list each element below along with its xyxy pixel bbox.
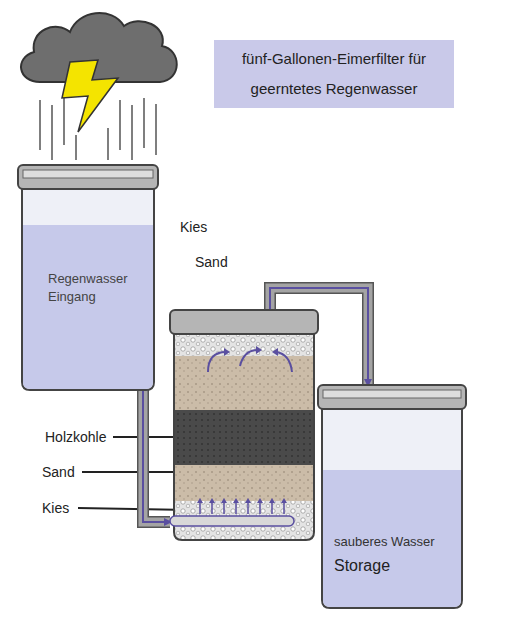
node-label: Regenwasser Eingang [48,270,138,305]
flow-arrow [143,390,170,522]
layer-label: Holzkohle [45,428,106,447]
node-label: sauberes Wasser [334,533,435,551]
storage-barrel: sauberes WasserStorage [318,385,466,608]
filter-bucket: KiesSandHolzkohleSandKies [170,310,318,540]
barrel-drawing [318,385,466,608]
lightning-bolt [62,60,118,132]
layer-label: Sand [195,253,228,272]
pipe-body [143,390,170,522]
title-banner: fünf-Gallonen-Eimerfilter für geerntetes… [214,40,454,108]
pipe-outline [143,390,170,522]
rain-barrel: Regenwasser Eingang [18,165,158,390]
layer-label: Sand [42,463,75,482]
pipe-connector [143,390,170,522]
layer-label: Kies [180,218,207,237]
rain-lines [40,98,156,160]
filter-bucket-drawing [170,310,318,540]
storm-cloud [21,13,177,82]
layer-label: Kies [42,499,69,518]
node-label: Storage [334,555,390,577]
